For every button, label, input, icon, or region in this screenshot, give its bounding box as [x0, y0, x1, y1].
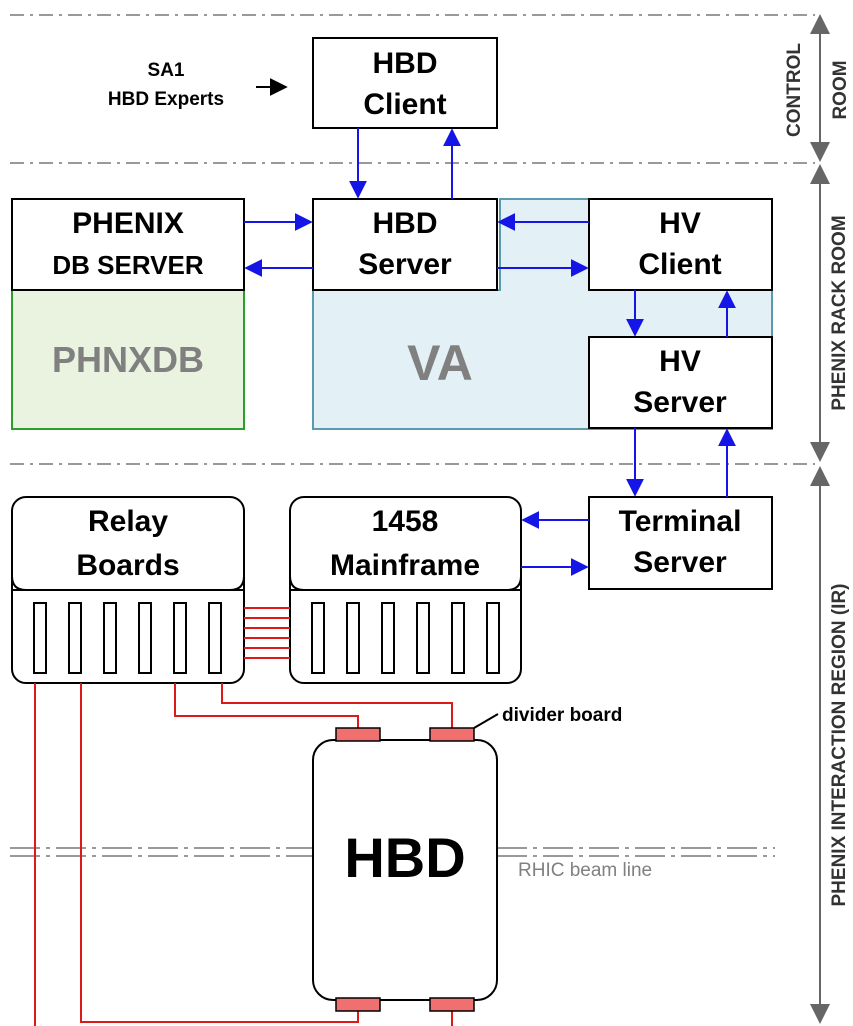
- svg-text:HV: HV: [659, 207, 701, 240]
- region-label-control-room: CONTROL ROOM: [784, 43, 851, 137]
- svg-text:Boards: Boards: [76, 549, 179, 582]
- hbd-server-box: HBD Server: [312, 198, 498, 291]
- relay-slots: [33, 602, 222, 674]
- hv-cables: [34, 683, 453, 1026]
- hv-server-box: HV Server: [588, 336, 773, 429]
- beam-line: [10, 847, 775, 857]
- svg-text:DB SERVER: DB SERVER: [52, 250, 203, 280]
- relay-mainframe-links: [244, 607, 290, 659]
- svg-text:Server: Server: [633, 386, 727, 419]
- relay-boards-box: Relay Boards: [11, 496, 245, 684]
- divider-board-leader: [473, 713, 499, 729]
- svg-text:HBD: HBD: [373, 47, 438, 80]
- hbd-client-box: HBD Client: [312, 37, 498, 129]
- phnxdb-label: PHNXDB: [52, 339, 204, 380]
- hbd-detector: HBD: [312, 739, 498, 1001]
- svg-text:HBD: HBD: [373, 207, 438, 240]
- svg-text:PHENIX: PHENIX: [72, 207, 184, 240]
- divider-board-label: divider board: [502, 705, 622, 726]
- svg-text:Server: Server: [358, 248, 452, 281]
- beam-line-label: RHIC beam line: [518, 860, 652, 881]
- phenix-db-server-box: PHENIX DB SERVER: [11, 198, 245, 291]
- svg-text:ROOM: ROOM: [830, 60, 851, 119]
- svg-text:HBD: HBD: [344, 826, 465, 889]
- svg-text:1458: 1458: [372, 505, 439, 538]
- va-label: VA: [407, 335, 473, 391]
- terminal-server-box: Terminal Server: [588, 496, 773, 590]
- sa1-label: SA1: [148, 60, 185, 81]
- divider-boards: [335, 727, 475, 1012]
- region-dividers: [10, 14, 815, 465]
- phnxdb-region: [11, 289, 245, 430]
- svg-text:Client: Client: [363, 88, 446, 121]
- hbd-experts-label: HBD Experts: [108, 89, 224, 110]
- svg-text:Server: Server: [633, 546, 727, 579]
- svg-text:Relay: Relay: [88, 505, 168, 538]
- region-label-ir: PHENIX INTERACTION REGION (IR): [829, 583, 850, 906]
- svg-text:Mainframe: Mainframe: [330, 549, 480, 582]
- svg-text:HV: HV: [659, 345, 701, 378]
- mainframe-slots: [311, 602, 500, 674]
- svg-text:Client: Client: [638, 248, 721, 281]
- hv-client-box: HV Client: [588, 198, 773, 291]
- mainframe-box: 1458 Mainframe: [289, 496, 522, 684]
- svg-text:CONTROL: CONTROL: [784, 43, 805, 137]
- region-label-rack-room: PHENIX RACK ROOM: [829, 215, 850, 410]
- svg-text:Terminal: Terminal: [619, 505, 742, 538]
- communication-arrows: [244, 128, 736, 576]
